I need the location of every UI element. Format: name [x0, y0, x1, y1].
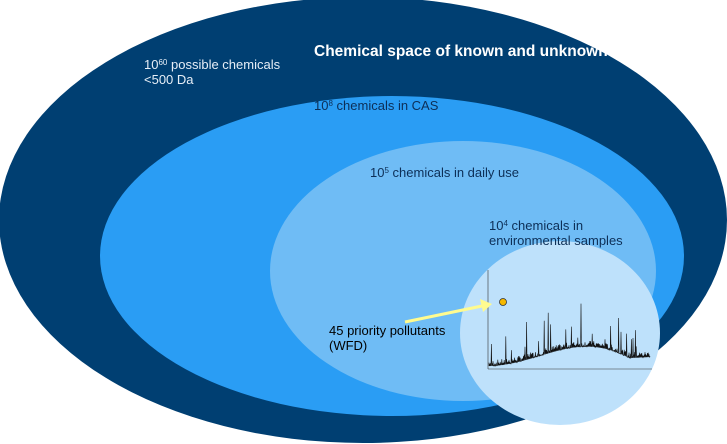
priority-pollutant-dot	[499, 298, 507, 306]
arrow-head	[480, 299, 492, 312]
label-environmental-chemicals: 104 chemicals in environmental samples	[489, 218, 623, 248]
label-daily-use-chemicals: 105 chemicals in daily use	[370, 165, 519, 180]
label-cas-chemicals: 108 chemicals in CAS	[314, 98, 439, 113]
arrow-shaft	[404, 304, 483, 324]
label-priority-pollutants: 45 priority pollutants (WFD)	[329, 323, 446, 353]
chromatogram-trace	[488, 303, 651, 367]
ellipse-environmental-chemicals	[460, 241, 660, 425]
label-possible-chemicals: 1060 possible chemicals <500 Da	[144, 57, 281, 87]
chromatogram	[487, 270, 652, 370]
diagram-title: Chemical space of known and unknown comp…	[314, 43, 700, 60]
